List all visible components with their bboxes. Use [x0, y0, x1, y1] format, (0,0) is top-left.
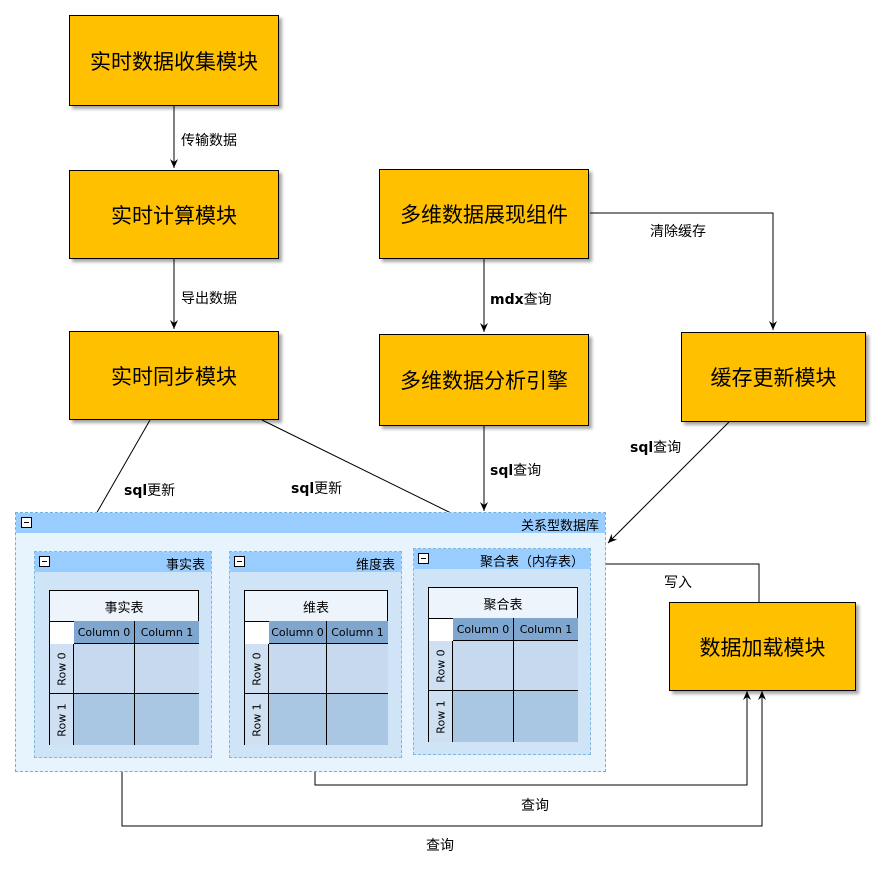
fact-table-group: 事实表 事实表 Column 0 Column 1 Row 0 Row 1 [34, 551, 212, 758]
multidim-display-component[interactable]: 多维数据展现组件 [379, 169, 589, 259]
table-cell [135, 694, 199, 745]
table-cell [269, 644, 327, 694]
table-title: 聚合表 [429, 588, 577, 619]
dimension-table[interactable]: 维表 Column 0 Column 1 Row 0 Row 1 [244, 590, 388, 745]
column-header: Column 1 [327, 621, 388, 644]
label-transfer-data: 传输数据 [181, 133, 237, 149]
table-cell [327, 644, 388, 694]
table-cell [269, 694, 327, 745]
row-header: Row 1 [50, 694, 74, 745]
database-title: 关系型数据库 [520, 519, 599, 534]
dimension-group-header: 维度表 [230, 552, 401, 573]
table-cell [74, 644, 135, 694]
dimension-group-title: 维度表 [355, 558, 395, 573]
aggregate-group-title: 聚合表（内存表） [479, 555, 584, 570]
label-export-data: 导出数据 [181, 291, 237, 307]
collapse-icon[interactable] [21, 517, 32, 528]
realtime-collect-module[interactable]: 实时数据收集模块 [69, 15, 279, 106]
realtime-sync-module[interactable]: 实时同步模块 [69, 331, 279, 420]
label-sql-query-right: sql查询 [630, 440, 682, 456]
label-sql-query-mid: sql查询 [490, 463, 542, 479]
row-header: Row 1 [245, 694, 269, 745]
realtime-compute-module[interactable]: 实时计算模块 [69, 170, 279, 259]
database-header: 关系型数据库 [16, 513, 605, 534]
fact-group-header: 事实表 [35, 552, 211, 573]
aggregate-table[interactable]: 聚合表 Column 0 Column 1 Row 0 Row 1 [428, 587, 578, 742]
column-header: Column 0 [74, 621, 135, 644]
multidim-analysis-engine[interactable]: 多维数据分析引擎 [379, 334, 589, 426]
table-cell [453, 641, 514, 691]
column-header: Column 0 [453, 618, 514, 641]
label-query-lower: 查询 [426, 838, 454, 854]
fact-table[interactable]: 事实表 Column 0 Column 1 Row 0 Row 1 [49, 590, 199, 745]
edge-display-cache [590, 212, 777, 330]
table-cell [74, 694, 135, 745]
cache-update-module[interactable]: 缓存更新模块 [681, 332, 866, 422]
data-load-module[interactable]: 数据加载模块 [669, 602, 856, 691]
table-title: 维表 [245, 591, 387, 622]
table-cell [514, 641, 578, 691]
label-query-upper: 查询 [521, 798, 549, 814]
table-cell [514, 691, 578, 742]
column-header: Column 1 [514, 618, 578, 641]
collapse-icon[interactable] [418, 553, 429, 564]
collapse-icon[interactable] [39, 556, 50, 567]
label-sql-update-right: sql更新 [291, 481, 343, 497]
dimension-table-group: 维度表 维表 Column 0 Column 1 Row 0 Row 1 [229, 551, 402, 758]
edge-load-agg [592, 560, 760, 602]
aggregate-table-group: 聚合表（内存表） 聚合表 Column 0 Column 1 Row 0 Row… [413, 548, 591, 755]
column-header: Column 0 [269, 621, 327, 644]
label-clear-cache: 清除缓存 [650, 224, 706, 240]
label-mdx-query: mdx查询 [490, 292, 552, 308]
row-header: Row 0 [245, 644, 269, 694]
row-header: Row 0 [50, 644, 74, 694]
collapse-icon[interactable] [234, 556, 245, 567]
table-title: 事实表 [50, 591, 198, 622]
table-cell [135, 644, 199, 694]
label-sql-update-left: sql更新 [124, 483, 176, 499]
edge-fact-load [121, 691, 766, 827]
label-write: 写入 [664, 575, 692, 591]
relational-database: 关系型数据库 事实表 事实表 Column 0 Column 1 Row 0 R… [15, 512, 606, 772]
table-cell [453, 691, 514, 742]
row-header: Row 1 [429, 691, 453, 742]
aggregate-group-header: 聚合表（内存表） [414, 549, 590, 570]
fact-group-title: 事实表 [165, 558, 205, 573]
edge-cache-db [607, 421, 730, 544]
table-cell [327, 694, 388, 745]
row-header: Row 0 [429, 641, 453, 691]
column-header: Column 1 [135, 621, 199, 644]
